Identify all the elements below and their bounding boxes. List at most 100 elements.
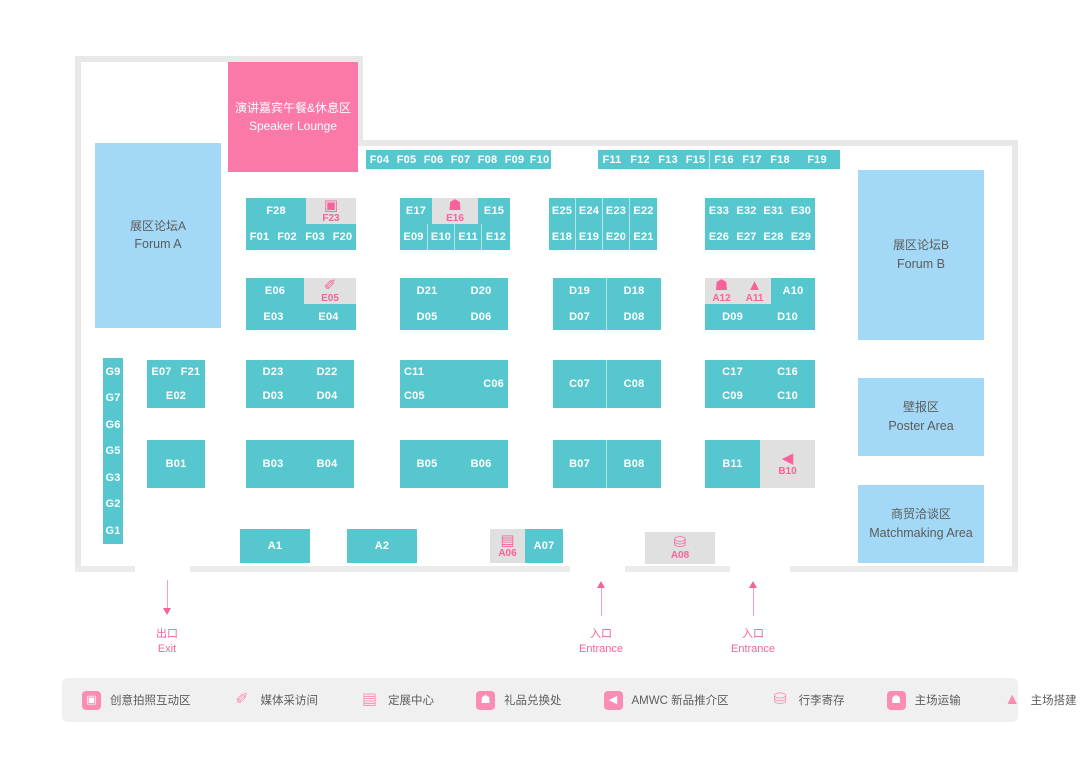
booth-e25[interactable]: E25 (549, 198, 576, 224)
booth-e21[interactable]: E21 (633, 231, 654, 243)
booth-e18[interactable]: E18 (549, 224, 576, 250)
booth-d20[interactable]: D20 (470, 285, 492, 297)
booth-e31[interactable]: E31 (763, 205, 784, 217)
booth-e24[interactable]: E24 (576, 198, 603, 224)
booth-d22[interactable]: D22 (316, 366, 338, 378)
booth-f01[interactable]: F01 (249, 231, 270, 243)
block-a1[interactable]: A1 (240, 529, 310, 563)
booth-g7[interactable]: G7 (105, 392, 121, 404)
booth-f05[interactable]: F05 (396, 153, 417, 166)
service-booth-e05[interactable]: ✐ E05 (304, 278, 356, 304)
booth-d23[interactable]: D23 (262, 366, 284, 378)
legend-item-amwc[interactable]: ◀ AMWC 新品推介区 (603, 678, 729, 722)
booth-f20[interactable]: F20 (332, 231, 353, 243)
booth-b01[interactable]: B01 (165, 458, 187, 470)
booth-a10[interactable]: A10 (782, 285, 804, 297)
service-booth-f23[interactable]: ▣ F23 (306, 198, 356, 224)
legend-item-transport[interactable]: ☗ 主场运输 (886, 678, 961, 722)
booth-c08[interactable]: C08 (623, 378, 645, 390)
strip-f-left[interactable]: F04 F05 F06 F07 F08 F09 F10 (366, 150, 551, 169)
booth-e23[interactable]: E23 (603, 198, 630, 224)
booth-e11[interactable]: E11 (455, 224, 482, 250)
booth-b08[interactable]: B08 (623, 458, 645, 470)
booth-g2[interactable]: G2 (105, 498, 121, 510)
booth-e22[interactable]: E22 (633, 205, 654, 217)
booth-a07[interactable]: A07 (533, 540, 555, 552)
booth-e19[interactable]: E19 (576, 224, 603, 250)
booth-e33[interactable]: E33 (708, 205, 730, 217)
booth-f15[interactable]: F15 (682, 150, 710, 169)
booth-e07[interactable]: E07 (151, 366, 172, 378)
booth-e20[interactable]: E20 (603, 224, 630, 250)
booth-e26[interactable]: E26 (708, 231, 730, 243)
speaker-lounge[interactable]: 演讲嘉宾午餐&休息区 Speaker Lounge (228, 62, 358, 172)
booth-d03[interactable]: D03 (262, 390, 284, 402)
area-matchmaking[interactable]: 商贸洽谈区 Matchmaking Area (858, 485, 984, 563)
booth-f08[interactable]: F08 (477, 153, 498, 166)
booth-c07[interactable]: C07 (553, 360, 607, 408)
area-forum-b[interactable]: 展区论坛B Forum B (858, 170, 984, 340)
booth-d05[interactable]: D05 (416, 311, 438, 323)
legend-item-luggage[interactable]: ⛁ 行李寄存 (771, 678, 844, 722)
booth-b05[interactable]: B05 (416, 458, 438, 470)
booth-f12[interactable]: F12 (630, 153, 650, 166)
booth-d21[interactable]: D21 (416, 285, 438, 297)
booth-f06[interactable]: F06 (423, 153, 444, 166)
booth-g6[interactable]: G6 (105, 418, 121, 431)
booth-e04[interactable]: E04 (318, 311, 339, 323)
booth-c16[interactable]: C16 (777, 366, 798, 378)
service-booth-e16[interactable]: ☗ E16 (432, 198, 478, 224)
booth-f03[interactable]: F03 (305, 231, 325, 243)
booth-d08[interactable]: D08 (623, 311, 645, 323)
booth-c17[interactable]: C17 (722, 366, 743, 378)
area-poster[interactable]: 壁报区 Poster Area (858, 378, 984, 456)
booth-d06[interactable]: D06 (470, 311, 492, 323)
booth-c11[interactable]: C11 (404, 366, 425, 378)
booth-e17[interactable]: E17 (405, 205, 427, 217)
booth-f02[interactable]: F02 (277, 231, 297, 243)
booth-e12[interactable]: E12 (485, 231, 507, 243)
booth-b07[interactable]: B07 (553, 440, 607, 488)
booth-d09[interactable]: D09 (722, 311, 743, 323)
booth-f13[interactable]: F13 (658, 153, 678, 166)
booth-e09[interactable]: E09 (400, 224, 428, 250)
booth-c09[interactable]: C09 (722, 390, 743, 402)
booth-b03[interactable]: B03 (262, 458, 284, 470)
booth-d10[interactable]: D10 (777, 311, 798, 323)
booth-d04[interactable]: D04 (316, 390, 338, 402)
booth-f17[interactable]: F17 (742, 153, 762, 166)
booth-f11[interactable]: F11 (602, 153, 622, 166)
legend-item-media[interactable]: ✐ 媒体采访间 (233, 678, 318, 722)
service-booth-b10[interactable]: ◀ B10 (760, 440, 815, 488)
legend-item-booth[interactable]: ▤ 定展中心 (360, 678, 434, 722)
service-booth-a06[interactable]: ▤ A06 (490, 529, 525, 563)
booth-g5[interactable]: G5 (105, 445, 121, 457)
booth-f16[interactable]: F16 (714, 153, 734, 166)
booth-e02[interactable]: E02 (165, 390, 187, 402)
booth-f18[interactable]: F18 (770, 153, 790, 166)
service-booth-a12[interactable]: ☗ A12 (705, 278, 738, 304)
booth-d07[interactable]: D07 (553, 304, 607, 330)
block-a2[interactable]: A2 (347, 529, 417, 563)
booth-e10[interactable]: E10 (428, 224, 455, 250)
booth-c06[interactable]: C06 (483, 378, 504, 390)
booth-e28[interactable]: E28 (763, 231, 784, 243)
booth-f10[interactable]: F10 (529, 153, 550, 166)
booth-f09[interactable]: F09 (504, 153, 525, 166)
booth-f19[interactable]: F19 (807, 153, 827, 166)
service-booth-a08[interactable]: ⛁ A08 (645, 532, 715, 564)
booth-d18[interactable]: D18 (623, 285, 645, 297)
booth-a2[interactable]: A2 (374, 540, 390, 552)
booth-b04[interactable]: B04 (316, 458, 338, 470)
booth-g9[interactable]: G9 (105, 365, 121, 378)
area-forum-a[interactable]: 展区论坛A Forum A (95, 143, 221, 328)
booth-f28[interactable]: F28 (266, 205, 286, 217)
booth-f21[interactable]: F21 (180, 366, 201, 378)
booth-f07[interactable]: F07 (450, 153, 471, 166)
strip-f-right[interactable]: F11 F12 F13 F15 F16 F17 F18 F19 (598, 150, 840, 169)
booth-e29[interactable]: E29 (790, 231, 812, 243)
legend-item-build[interactable]: ▲ 主场搭建 (1003, 678, 1076, 722)
booth-e32[interactable]: E32 (736, 205, 757, 217)
booth-e06[interactable]: E06 (264, 285, 286, 297)
legend-item-photo[interactable]: ▣ 创意拍照互动区 (82, 678, 191, 722)
